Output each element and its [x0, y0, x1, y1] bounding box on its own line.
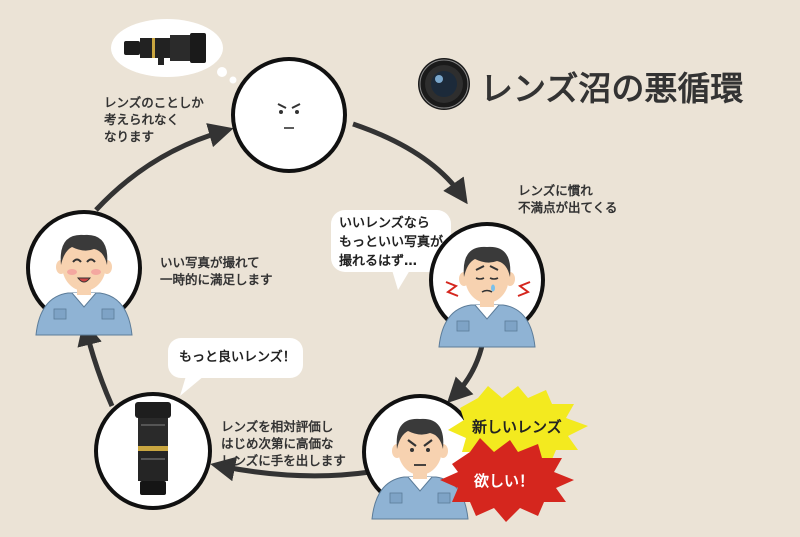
speech-bottom-left-text: もっと良いレンズ！ — [179, 350, 296, 365]
person-top — [231, 57, 347, 182]
arrow-lens-to-left — [77, 320, 115, 408]
person-left — [26, 210, 142, 336]
arrow-left-to-top — [94, 123, 234, 212]
caption-top: レンズのことしか 考えられなく なります — [104, 95, 204, 144]
arrow-top-to-right — [352, 121, 468, 205]
arrow-bottom-to-lens — [210, 456, 371, 482]
caption-bottom-right: レンズを相対評価し はじめ次第に高価な レンズに手を出します — [221, 419, 346, 468]
red-burst — [440, 438, 574, 522]
camera-lens-icon — [135, 402, 171, 495]
person-right — [429, 222, 545, 348]
speech-bubble-right — [331, 210, 451, 290]
caption-left: いい写真が撮れて 一時的に満足します — [160, 255, 273, 287]
lens-circle — [94, 392, 212, 510]
title-lens-icon — [418, 58, 470, 110]
speech-bubble-bottom-left — [168, 338, 303, 396]
page-title: レンズ沼の悪循環 — [480, 69, 744, 108]
burst-yellow-text: 新しいレンズ — [472, 418, 562, 436]
burst-red-text: 欲しい！ — [474, 472, 535, 490]
thought-bubble — [111, 19, 237, 84]
speech-right-text: いいレンズなら もっといい写真が 撮れるはず… — [339, 216, 444, 269]
caption-right: レンズに慣れ 不満点が出てくる — [518, 183, 618, 215]
telephoto-lens-icon — [124, 33, 206, 65]
